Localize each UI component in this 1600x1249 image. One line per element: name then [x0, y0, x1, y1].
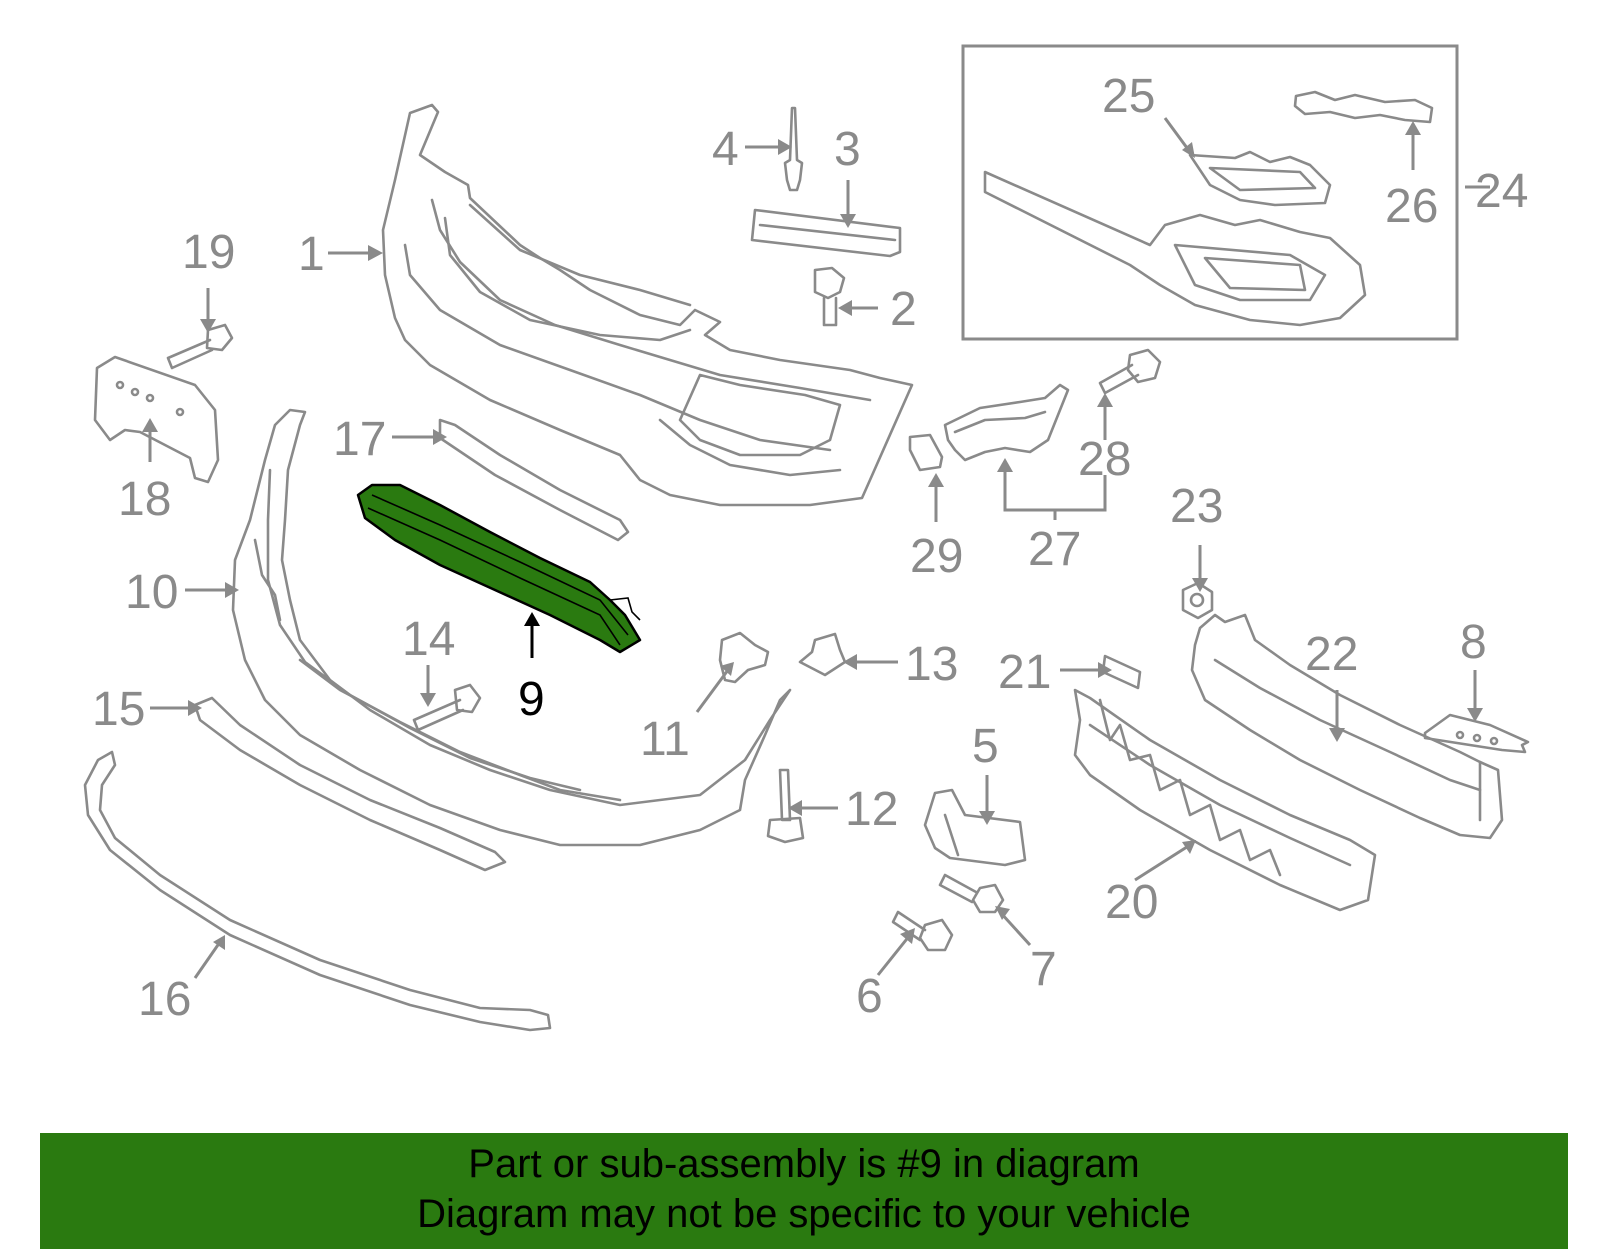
callout-3[interactable]: 3	[834, 123, 861, 176]
part-24-shape	[983, 170, 1367, 327]
callout-24[interactable]: 24	[1475, 165, 1528, 218]
callout-11[interactable]: 11	[640, 713, 690, 766]
part-12-shape	[766, 768, 805, 844]
arrowheads	[142, 121, 1483, 950]
part-15-shape	[193, 696, 507, 872]
banner-line-2: Diagram may not be specific to your vehi…	[417, 1192, 1191, 1236]
callout-14[interactable]: 14	[402, 613, 455, 666]
info-banner: Part or sub-assembly is #9 in diagram Di…	[40, 1133, 1568, 1249]
callout-20[interactable]: 20	[1105, 876, 1158, 929]
callout-29[interactable]: 29	[910, 530, 963, 583]
callout-19[interactable]: 19	[182, 226, 235, 279]
part-26-shape	[1293, 90, 1434, 124]
part-27-shape	[943, 383, 1070, 462]
part-29-shape	[908, 433, 944, 472]
callout-4[interactable]: 4	[712, 123, 739, 176]
banner-line-1: Part or sub-assembly is #9 in diagram	[468, 1142, 1140, 1186]
callout-17[interactable]: 17	[333, 413, 386, 466]
callout-18[interactable]: 18	[118, 473, 171, 526]
part-23-shape	[1181, 581, 1214, 620]
part-5-shape	[923, 788, 1027, 867]
part-6-shape	[891, 910, 954, 952]
part-17-shape	[438, 418, 630, 542]
callout-5[interactable]: 5	[972, 720, 999, 773]
part-19-shape	[166, 323, 234, 370]
callout-1[interactable]: 1	[298, 228, 325, 281]
callout-6[interactable]: 6	[856, 970, 883, 1023]
part-13-shape	[798, 632, 847, 677]
part-10-shape	[231, 408, 792, 847]
part-21-shape	[1101, 654, 1142, 690]
callout-10[interactable]: 10	[125, 566, 178, 619]
callout-22[interactable]: 22	[1305, 628, 1358, 681]
callout-labels: 1 2 3 4 5 6 7 8 9 10 11 12 13 14 15 16 1…	[92, 70, 1528, 1026]
part-7-shape	[938, 873, 1005, 914]
callout-15[interactable]: 15	[92, 683, 145, 736]
callout-27[interactable]: 27	[1028, 523, 1081, 576]
callout-13[interactable]: 13	[905, 638, 958, 691]
callout-25[interactable]: 25	[1102, 70, 1155, 123]
part-4-shape	[783, 106, 804, 192]
part-1-shape	[381, 103, 914, 507]
inset-box	[961, 44, 1459, 341]
part-18-shape	[93, 355, 220, 484]
callout-28[interactable]: 28	[1078, 433, 1131, 486]
callout-7[interactable]: 7	[1030, 943, 1057, 996]
part-8-shape	[1423, 713, 1530, 754]
callout-2[interactable]: 2	[890, 283, 917, 336]
part-28-shape	[1098, 348, 1162, 395]
callout-21[interactable]: 21	[998, 646, 1051, 699]
part-9-shape	[356, 483, 642, 654]
callout-8[interactable]: 8	[1460, 616, 1487, 669]
callout-26[interactable]: 26	[1385, 180, 1438, 233]
callout-23[interactable]: 23	[1170, 480, 1223, 533]
callout-9[interactable]: 9	[518, 673, 545, 726]
part-11-shape	[718, 631, 770, 684]
part-22-shape	[1190, 613, 1504, 840]
callout-16[interactable]: 16	[138, 973, 191, 1026]
part-2-shape	[813, 266, 846, 327]
callout-12[interactable]: 12	[845, 783, 898, 836]
part-16-shape	[83, 750, 552, 1032]
part-14-shape	[412, 683, 482, 732]
part-20-shape	[1073, 688, 1377, 912]
part-3-shape	[750, 208, 902, 258]
part-25-shape	[1188, 150, 1332, 207]
